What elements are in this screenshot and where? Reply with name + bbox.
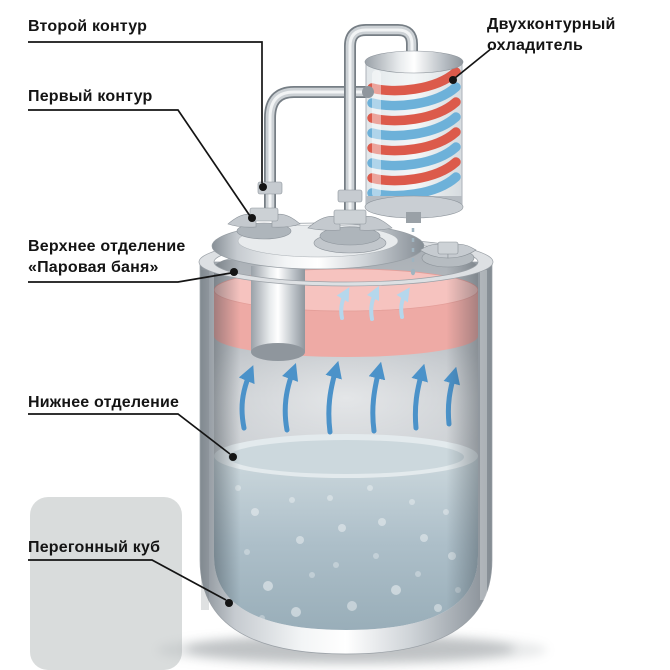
cooler-coils [367, 67, 461, 201]
label-upper-section-line2: «Паровая баня» [28, 259, 159, 276]
interior-side-shading [214, 260, 478, 630]
dot-first-circuit [248, 214, 256, 222]
label-first-circuit: Первый контур [28, 88, 153, 105]
label-lower-section: Нижнее отделение [28, 394, 180, 411]
cooler-top-cap [364, 50, 464, 74]
leader-upper-section [28, 272, 232, 283]
dot-upper-section [230, 268, 238, 276]
leader-first-circuit [28, 109, 251, 217]
background-corner-panel [30, 497, 182, 670]
annotation-leaders [28, 41, 493, 607]
dot-double-cooler [449, 76, 457, 84]
label-second-circuit: Второй контур [28, 18, 148, 35]
dot-lower-section [229, 453, 237, 461]
label-still-pot: Перегонный куб [28, 539, 161, 556]
leader-still-pot [28, 559, 227, 601]
drip-line [410, 228, 416, 276]
leader-double-cooler [454, 47, 493, 79]
tank-interior-cutaway [214, 247, 478, 630]
first-circuit-tube [344, 24, 418, 218]
leader-second-circuit [28, 41, 263, 183]
dot-second-circuit [259, 183, 267, 191]
center-clamp-fitting [307, 189, 393, 254]
label-upper-section-line1: Верхнее отделение [28, 238, 186, 255]
second-circuit-tube [264, 86, 374, 216]
dot-still-pot [225, 599, 233, 607]
cooler-side-inlet [362, 86, 374, 98]
label-double-cooler: Двухконтурный охладитель [487, 16, 616, 55]
leader-lower-section [28, 413, 231, 455]
double-circuit-cooler [362, 50, 464, 223]
cooler-outlet-nozzle [406, 212, 421, 223]
outlet-fitting [419, 241, 477, 268]
